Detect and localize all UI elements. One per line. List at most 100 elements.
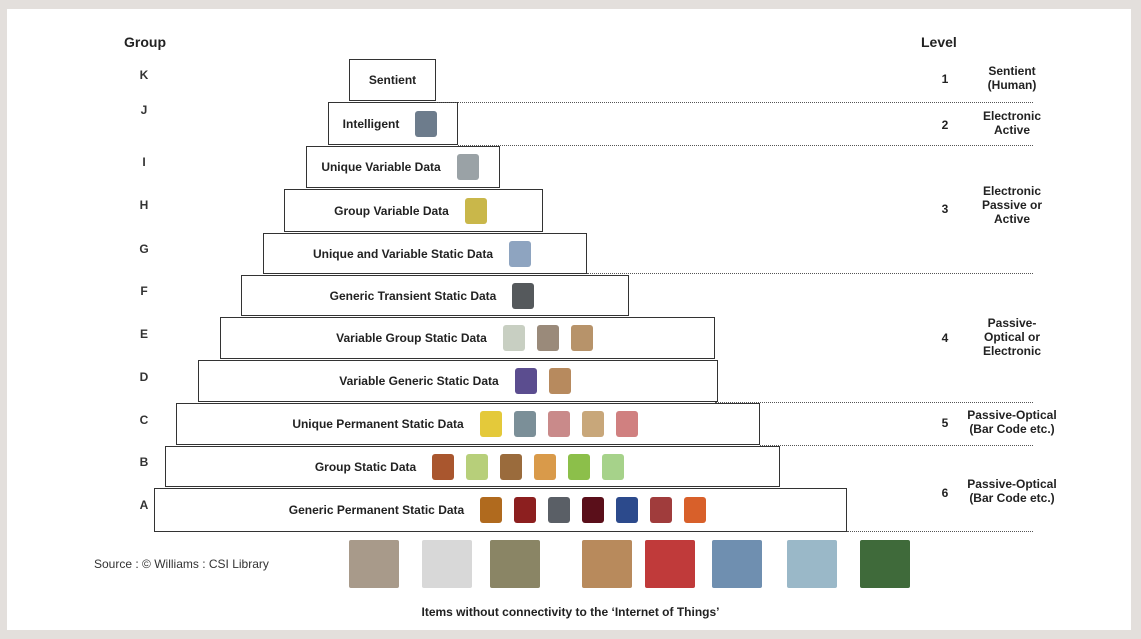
tier-label: Unique Variable Data (321, 160, 441, 174)
group-letter: E (139, 327, 148, 341)
level-number: 2 (941, 118, 949, 132)
level-description-line: (Bar Code etc.) (969, 422, 1055, 436)
level-number: 3 (941, 202, 949, 216)
truck-icon (512, 282, 535, 309)
car-icon (464, 197, 487, 224)
level-description: Passive-Optical(Bar Code etc.) (960, 408, 1064, 436)
tree-icon (860, 540, 910, 588)
group-letter: C (139, 413, 149, 427)
orange-icon (534, 453, 557, 480)
source-credit: Source : © Williams : CSI Library (94, 557, 269, 571)
cabbage-icon (602, 453, 625, 480)
bread-icon (500, 453, 523, 480)
level-description-line: Passive- (987, 316, 1037, 330)
jar-icon (616, 497, 639, 523)
level-description-line: Electronic (982, 184, 1042, 198)
level-description-line: Electronic (982, 109, 1042, 123)
tier-label: Group Static Data (314, 459, 417, 474)
level-description: Passive-Optical(Bar Code etc.) (960, 477, 1064, 505)
ready-meal-icon (514, 368, 537, 394)
tier-label: Variable Group Static Data (336, 331, 487, 345)
pineapple-icon (432, 453, 455, 480)
group-header: Group (124, 34, 166, 50)
can-icon (514, 497, 537, 523)
chicken-icon (581, 411, 604, 437)
level-description-line: Passive-Optical (967, 408, 1057, 422)
tier-g: Unique and Variable Static Data (263, 233, 587, 274)
tier-f: Generic Transient Static Data (241, 275, 629, 316)
stone-icon (349, 540, 399, 588)
tier-h: Group Variable Data (284, 189, 543, 232)
fennel-icon (466, 453, 489, 480)
level-divider-line (760, 445, 1033, 446)
wine-bottle-icon (582, 497, 605, 523)
level-description-line: Active (993, 212, 1031, 226)
pallet-icon (502, 325, 525, 351)
group-letter: J (140, 103, 148, 117)
level-description-line: Passive-Optical (967, 477, 1057, 491)
level-number: 6 (941, 486, 949, 500)
level-description-line: Electronic (982, 344, 1042, 358)
group-letter: H (139, 198, 149, 212)
tier-d: Variable Generic Static Data (198, 360, 718, 402)
level-description-line: (Human) (987, 78, 1037, 92)
tier-b: Group Static Data (165, 446, 780, 487)
level-divider-line (458, 145, 1033, 146)
level-description-line: Active (993, 123, 1031, 137)
level-number: 5 (941, 416, 949, 430)
juice-pack-icon (480, 497, 503, 523)
group-letter: K (139, 68, 149, 82)
level-divider-line (436, 102, 1033, 103)
box-stack-icon (570, 325, 593, 351)
can-pack-icon (548, 497, 571, 523)
level-number: 1 (941, 72, 949, 86)
level-divider-line (715, 402, 1033, 403)
container-icon (509, 240, 532, 267)
fish-icon (513, 411, 536, 437)
tier-label: Generic Permanent Static Data (288, 503, 465, 517)
tier-c: Unique Permanent Static Data (176, 403, 760, 445)
drink-icon (650, 497, 673, 523)
level-header: Level (921, 34, 957, 50)
level-description-line: (Bar Code etc.) (969, 491, 1055, 505)
caption: Items without connectivity to the ‘Inter… (421, 605, 720, 619)
baked-beans-icon (684, 497, 707, 523)
tier-e: Variable Group Static Data (220, 317, 715, 359)
tier-label: Sentient (368, 73, 417, 87)
deckchair-icon (787, 540, 837, 588)
wine-glass-icon (645, 540, 695, 588)
tier-j: Intelligent (328, 102, 458, 145)
group-letter: I (142, 155, 146, 169)
group-letter: F (140, 284, 148, 298)
mole-icon (490, 540, 540, 588)
tier-label: Generic Transient Static Data (329, 288, 497, 303)
table-icon (582, 540, 632, 588)
group-letter: D (139, 370, 149, 384)
robin-icon (712, 540, 762, 588)
level-description-line: Passive or (981, 198, 1043, 212)
food-pack-icon (548, 368, 571, 394)
crate-icon (536, 325, 559, 351)
tier-label: Group Variable Data (334, 203, 449, 218)
toilet-icon (422, 540, 472, 588)
fridge-icon (456, 154, 479, 180)
group-letter: A (139, 498, 149, 512)
group-letter: G (139, 242, 149, 256)
banana-icon (479, 411, 502, 437)
meat-pack-icon (547, 411, 570, 437)
level-divider-line (847, 531, 1033, 532)
level-description-line: Optical or (983, 330, 1040, 344)
level-description-line: Sentient (988, 64, 1036, 78)
fish-fillet-icon (615, 411, 638, 437)
level-description: Sentient(Human) (960, 64, 1064, 92)
bio-pack-icon (568, 453, 591, 480)
computer-icon (415, 110, 438, 137)
group-letter: B (139, 455, 149, 469)
tier-a: Generic Permanent Static Data (154, 488, 847, 532)
level-divider-line (587, 273, 1033, 274)
level-number: 4 (941, 331, 949, 345)
tier-i: Unique Variable Data (306, 146, 500, 188)
